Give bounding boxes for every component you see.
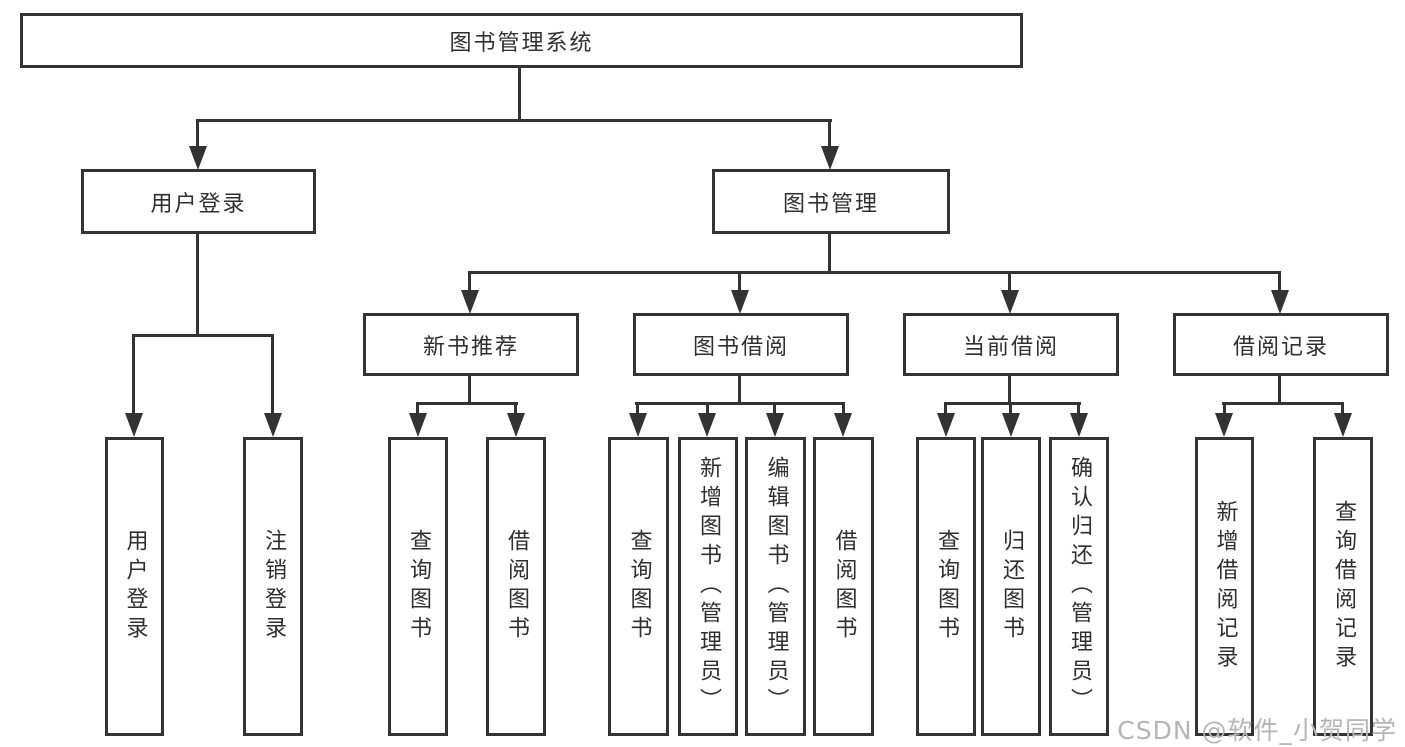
connector-stem: [271, 334, 274, 414]
connector-stem: [514, 402, 517, 415]
leaf-query-book-borrow: 查询图书: [608, 437, 669, 736]
leaf-query-book-borrow-label: 查询图书: [626, 528, 652, 645]
leaf-confirm-return-admin: 确认归还（管理员）: [1049, 437, 1109, 736]
node-book-borrow-label: 图书借阅: [692, 334, 789, 360]
arrow-down-icon: [1070, 413, 1088, 437]
leaf-user-login-label: 用户登录: [122, 528, 148, 645]
connector-stem: [1077, 402, 1080, 415]
node-borrow-record: 借阅记录: [1173, 313, 1389, 376]
leaf-logout: 注销登录: [243, 437, 303, 736]
leaf-query-borrow-record-label: 查询借阅记录: [1331, 499, 1356, 674]
arrow-down-icon: [1001, 290, 1019, 314]
arrow-down-icon: [1271, 290, 1289, 314]
node-root-label: 图书管理系统: [449, 30, 594, 56]
node-root: 图书管理系统: [20, 13, 1023, 68]
connector-new-book-hline: [416, 402, 518, 405]
leaf-borrow-book: 借阅图书: [813, 437, 874, 736]
node-user-login: 用户登录: [81, 169, 316, 234]
leaf-edit-book-admin: 编辑图书（管理员）: [745, 437, 806, 736]
node-book-borrow: 图书借阅: [633, 313, 849, 376]
arrow-down-icon: [834, 413, 852, 437]
connector-book-mgmt-stub: [828, 233, 831, 274]
node-book-mgmt-label: 图书管理: [782, 191, 879, 217]
connector-stem: [706, 402, 709, 415]
connector-borrow-record-stub: [1278, 376, 1281, 405]
connector-stem: [1341, 402, 1344, 415]
leaf-add-borrow-record-label: 新增借阅记录: [1212, 499, 1238, 674]
connector-stem: [944, 402, 947, 415]
connector-stem: [1223, 402, 1226, 415]
node-new-book-recommend: 新书推荐: [363, 313, 579, 376]
node-new-book-recommend-label: 新书推荐: [422, 334, 519, 360]
connector-stem: [196, 119, 199, 149]
leaf-edit-book-admin-label: 编辑图书（管理员）: [763, 456, 789, 717]
connector-current-borrow-stub: [1008, 376, 1011, 405]
leaf-query-book-current-label: 查询图书: [934, 528, 959, 645]
connector-stem: [468, 271, 471, 292]
connector-root-hline: [196, 119, 832, 122]
connector-stem: [1278, 271, 1281, 292]
arrow-down-icon: [125, 413, 143, 437]
arrow-down-icon: [409, 413, 427, 437]
connector-user-login-hline: [132, 334, 274, 337]
connector-borrow-record-hline: [1222, 402, 1344, 405]
connector-stem: [1008, 271, 1011, 292]
connector-stem: [132, 334, 135, 414]
leaf-confirm-return-admin-label: 确认归还（管理员）: [1067, 456, 1092, 717]
leaf-borrow-book-recommend: 借阅图书: [486, 437, 546, 736]
arrow-down-icon: [821, 146, 839, 170]
arrow-down-icon: [1002, 413, 1020, 437]
connector-book-borrow-hline: [635, 402, 845, 405]
connector-book-mgmt-hline: [468, 271, 1281, 274]
node-user-login-label: 用户登录: [150, 191, 247, 217]
connector-new-book-stub: [468, 376, 471, 405]
connector-stem: [636, 402, 639, 415]
leaf-borrow-book-label: 借阅图书: [831, 528, 857, 645]
node-current-borrow: 当前借阅: [903, 313, 1119, 376]
connector-stem: [738, 271, 741, 292]
connector-current-borrow-hline: [944, 402, 1081, 405]
connector-stem: [416, 402, 419, 415]
connector-stem: [828, 119, 831, 149]
connector-stem: [1009, 402, 1012, 415]
arrow-down-icon: [1334, 413, 1352, 437]
leaf-user-login: 用户登录: [105, 437, 164, 736]
arrow-down-icon: [731, 290, 749, 314]
arrow-down-icon: [189, 146, 207, 170]
leaf-query-book-current: 查询图书: [916, 437, 976, 736]
leaf-return-book: 归还图书: [981, 437, 1041, 736]
leaf-add-book-admin: 新增图书（管理员）: [678, 437, 738, 736]
node-borrow-record-label: 借阅记录: [1232, 334, 1329, 360]
arrow-down-icon: [766, 413, 784, 437]
connector-root-stub: [518, 68, 521, 122]
leaf-add-borrow-record: 新增借阅记录: [1195, 437, 1254, 736]
arrow-down-icon: [264, 413, 282, 437]
arrow-down-icon: [629, 413, 647, 437]
leaf-query-book-recommend: 查询图书: [388, 437, 448, 736]
connector-book-borrow-stub: [738, 376, 741, 405]
arrow-down-icon: [507, 413, 525, 437]
arrow-down-icon: [937, 413, 955, 437]
node-current-borrow-label: 当前借阅: [962, 334, 1059, 360]
connector-user-login-stub: [196, 233, 199, 336]
leaf-query-book-recommend-label: 查询图书: [406, 528, 431, 645]
node-book-mgmt: 图书管理: [712, 169, 950, 234]
connector-stem: [773, 402, 776, 415]
connector-stem: [842, 402, 845, 415]
arrow-down-icon: [461, 290, 479, 314]
arrow-down-icon: [1215, 413, 1233, 437]
csdn-watermark: CSDN @软件_小贺同学: [1117, 716, 1397, 745]
leaf-add-book-admin-label: 新增图书（管理员）: [696, 456, 721, 717]
leaf-return-book-label: 归还图书: [999, 528, 1024, 645]
leaf-logout-label: 注销登录: [261, 528, 286, 645]
arrow-down-icon: [698, 413, 716, 437]
leaf-query-borrow-record: 查询借阅记录: [1313, 437, 1373, 736]
leaf-borrow-book-recommend-label: 借阅图书: [504, 528, 529, 645]
